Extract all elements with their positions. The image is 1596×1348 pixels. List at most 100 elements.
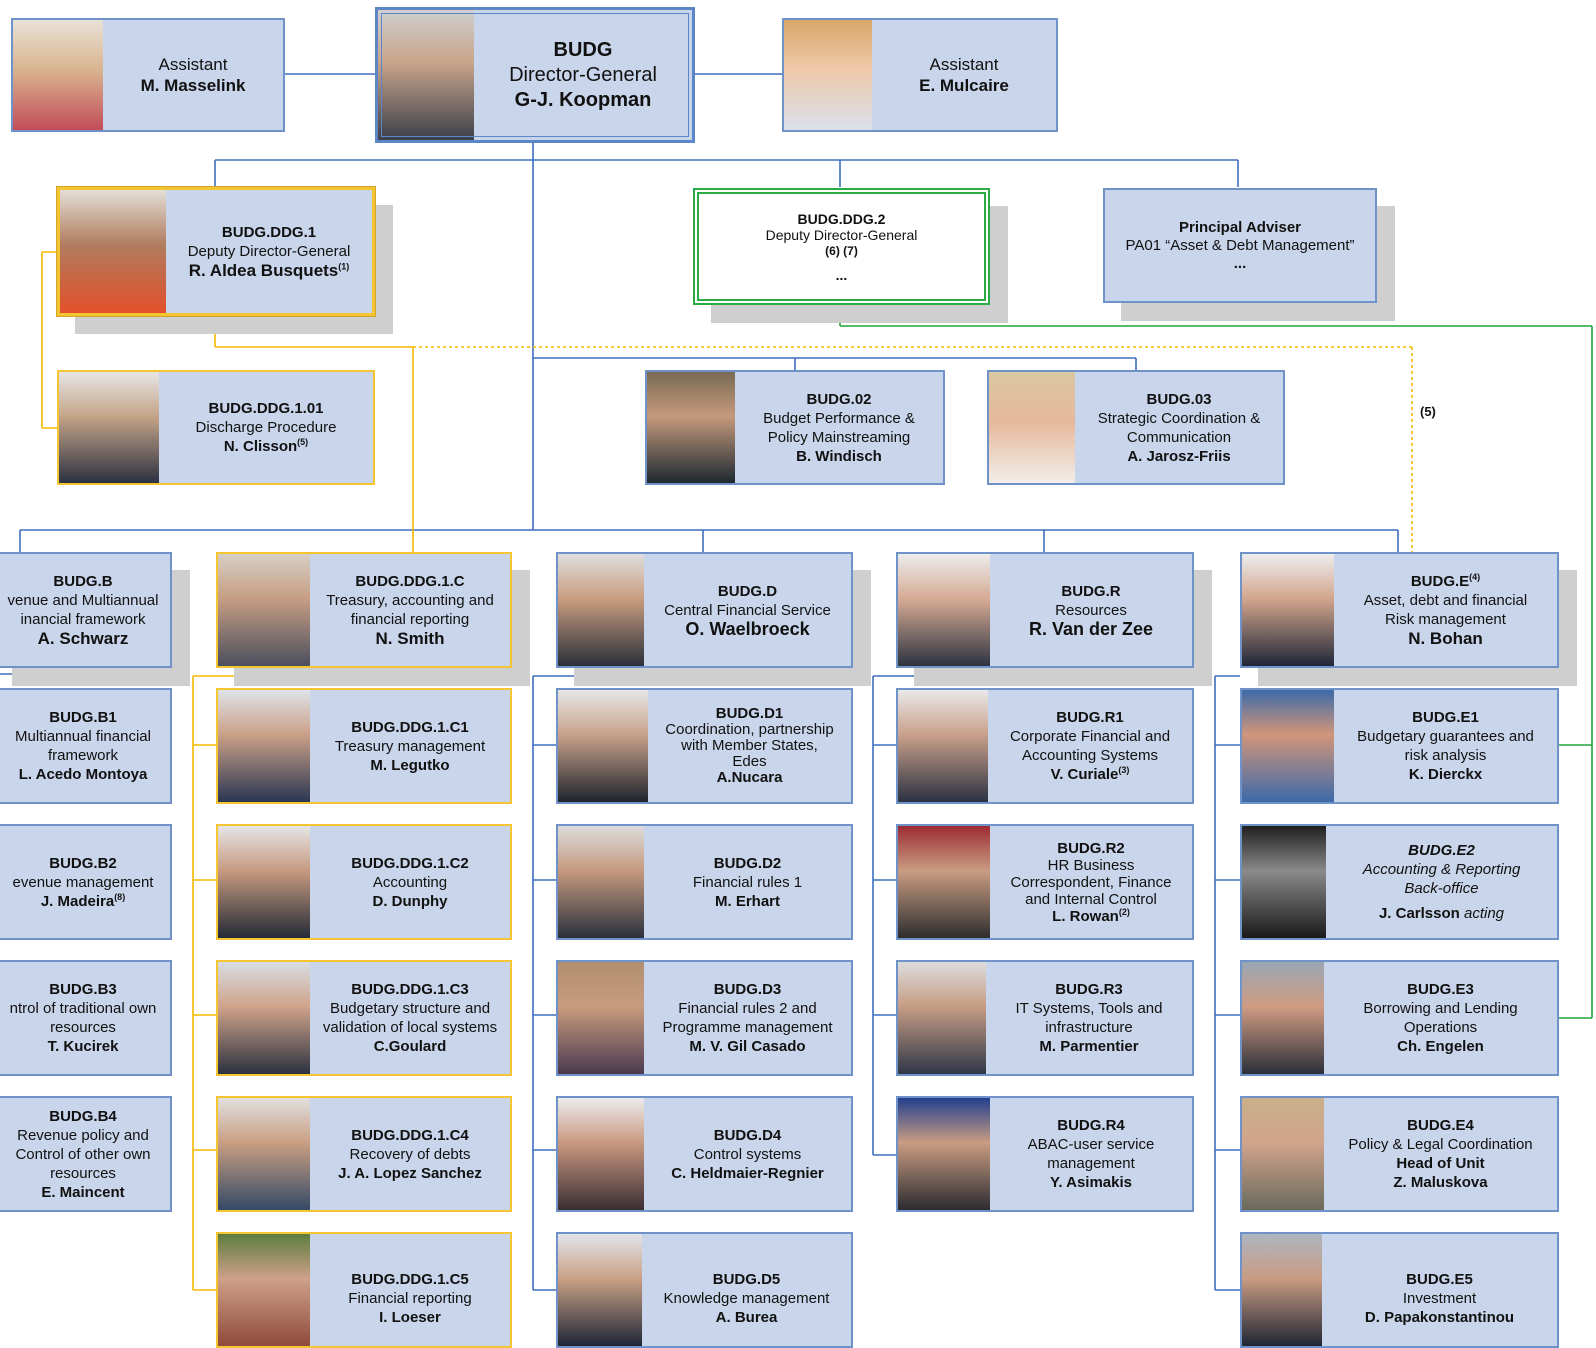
- code: BUDG.DDG.1.C2: [351, 854, 469, 872]
- avatar: [647, 372, 735, 483]
- code: Principal Adviser: [1179, 218, 1301, 236]
- name: R. Aldea Busquets(1): [189, 261, 350, 280]
- avatar: [59, 372, 159, 483]
- name: C.Goulard: [373, 1038, 447, 1055]
- title-2: Back-office: [1404, 880, 1479, 897]
- title-2: financial reporting: [350, 611, 470, 628]
- unit-c5-box: BUDG.DDG.1.C5 Financial reporting I. Loe…: [216, 1232, 512, 1348]
- directorate-b-box: BUDG.B venue and Multiannual inancial fr…: [0, 552, 172, 668]
- code: BUDG: [553, 38, 613, 61]
- unit-r3-box: BUDG.R3 IT Systems, Tools and infrastruc…: [896, 960, 1194, 1076]
- unit-r1-box: BUDG.R1 Corporate Financial and Accounti…: [896, 688, 1194, 804]
- code: BUDG.B3: [49, 981, 117, 998]
- footnote: (4): [1469, 572, 1481, 582]
- code: BUDG.R4: [1057, 1117, 1125, 1134]
- unit-d5-box: BUDG.D5 Knowledge management A. Burea: [556, 1232, 853, 1348]
- unit-b4-box: BUDG.B4 Revenue policy and Control of ot…: [0, 1096, 172, 1212]
- avatar: [1242, 1234, 1322, 1346]
- name: ...: [1233, 254, 1247, 272]
- role: acting: [1464, 905, 1505, 922]
- avatar: [218, 1098, 310, 1210]
- footnote: (5): [297, 437, 309, 447]
- title-1: Asset, debt and financial: [1363, 592, 1528, 609]
- name: C. Heldmaier-Regnier: [671, 1164, 824, 1182]
- green-connectors: [839, 303, 1593, 1019]
- avatar: [1242, 826, 1326, 938]
- title: Financial reporting: [348, 1290, 472, 1307]
- ddg101-box: BUDG.DDG.1.01 Discharge Procedure N. Cli…: [57, 370, 375, 485]
- name: Y. Asimakis: [1050, 1174, 1132, 1191]
- title-1: Coordination, partnership: [665, 721, 834, 738]
- avatar: [558, 1234, 642, 1346]
- name: M. Legutko: [370, 756, 450, 774]
- name: J. A. Lopez Sanchez: [338, 1164, 482, 1182]
- title-2: infrastructure: [1045, 1019, 1133, 1036]
- name: I. Loeser: [379, 1309, 441, 1326]
- title: Knowledge management: [663, 1290, 830, 1307]
- name: E. Mulcaire: [919, 76, 1009, 95]
- avatar: [898, 826, 990, 938]
- title-1: Corporate Financial and: [1009, 728, 1171, 745]
- title-2: Policy Mainstreaming: [767, 428, 911, 446]
- name: N. Smith: [375, 629, 445, 648]
- name: B. Windisch: [796, 447, 882, 465]
- name: J. Madeira(8): [41, 892, 125, 911]
- title-2: with Member States,: [681, 737, 818, 754]
- name: V. Curiale(3): [1051, 765, 1130, 784]
- title: Deputy Director-General: [187, 243, 351, 260]
- title: Resources: [1055, 601, 1127, 619]
- title-3: Edes: [732, 753, 767, 770]
- code: BUDG.E5: [1406, 1271, 1473, 1288]
- code: BUDG.DDG.1: [221, 224, 317, 241]
- code-text: BUDG.E: [1410, 573, 1470, 590]
- ddg2-box: BUDG.DDG.2 Deputy Director-General (6) (…: [693, 188, 990, 305]
- budg02-box: BUDG.02 Budget Performance & Policy Main…: [645, 370, 945, 485]
- unit-e4-box: BUDG.E4 Policy & Legal Coordination Head…: [1240, 1096, 1559, 1212]
- title-1: ABAC-user service: [1027, 1136, 1155, 1153]
- name: A. Schwarz: [37, 629, 129, 648]
- avatar: [558, 1098, 644, 1210]
- avatar: [218, 1234, 310, 1346]
- title-2: Control of other own: [15, 1145, 151, 1163]
- avatar: [60, 190, 166, 313]
- assistant-left-box: Assistant M. Masselink: [11, 18, 285, 132]
- unit-d4-box: BUDG.D4 Control systems C. Heldmaier-Reg…: [556, 1096, 853, 1212]
- avatar: [1242, 690, 1334, 802]
- title-3: resources: [50, 1164, 116, 1182]
- name: K. Dierckx: [1408, 766, 1483, 783]
- avatar: [558, 690, 648, 802]
- unit-d3-box: BUDG.D3 Financial rules 2 and Programme …: [556, 960, 853, 1076]
- title: Assistant: [929, 55, 999, 74]
- code: BUDG.DDG.1.C1: [351, 718, 469, 736]
- name: N. Bohan: [1408, 629, 1483, 648]
- title-1: Borrowing and Lending: [1363, 1000, 1518, 1017]
- unit-r2-box: BUDG.R2 HR Business Correspondent, Finan…: [896, 824, 1194, 940]
- unit-c1-box: BUDG.DDG.1.C1 Treasury management M. Leg…: [216, 688, 512, 804]
- avatar: [13, 20, 103, 130]
- name: A.Nucara: [716, 769, 783, 786]
- avatar: [989, 372, 1075, 483]
- code: BUDG.E(4): [1411, 572, 1480, 591]
- assistant-right-box: Assistant E. Mulcaire: [782, 18, 1058, 132]
- avatar: [898, 690, 988, 802]
- avatar: [558, 554, 644, 666]
- title-1: venue and Multiannual: [7, 592, 159, 609]
- title-2: Correspondent, Finance: [1010, 873, 1172, 891]
- title: Control systems: [693, 1145, 802, 1163]
- title: Financial rules 1: [692, 873, 803, 891]
- title-1: Strategic Coordination &: [1097, 409, 1261, 427]
- title: Accounting: [372, 873, 448, 891]
- title: Investment: [1402, 1290, 1477, 1307]
- unit-d2-box: BUDG.D2 Financial rules 1 M. Erhart: [556, 824, 853, 940]
- avatar: [1242, 1098, 1324, 1210]
- title-2: Risk management: [1385, 611, 1506, 628]
- code: BUDG.D: [717, 582, 778, 600]
- code: BUDG.DDG.1.01: [208, 400, 324, 417]
- avatar: [1242, 554, 1334, 666]
- title-1: IT Systems, Tools and: [1015, 1000, 1163, 1017]
- title: Director-General: [509, 63, 657, 86]
- name-text: L. Rowan: [1052, 907, 1119, 925]
- code: BUDG.DDG.1.C4: [351, 1126, 469, 1144]
- avatar: [378, 10, 474, 140]
- title-1: Budgetary guarantees and: [1357, 728, 1534, 745]
